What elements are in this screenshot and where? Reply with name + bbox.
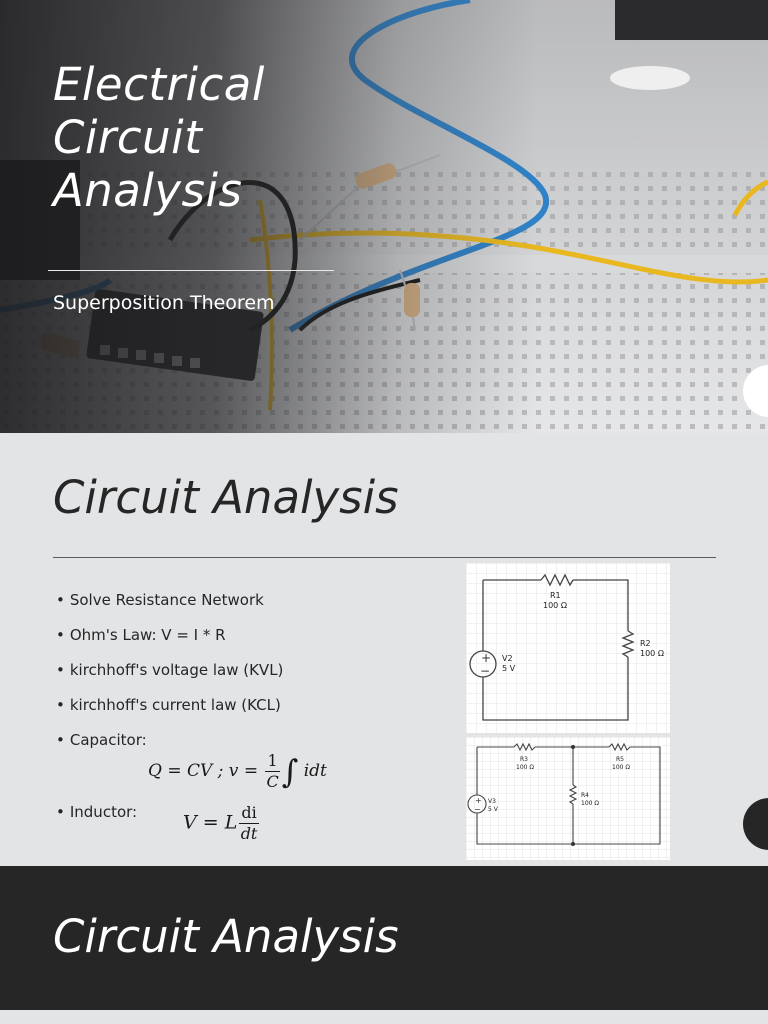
- title-line: Electrical: [53, 58, 265, 111]
- slide-title: Circuit Analysis: [53, 471, 399, 524]
- title-divider: [48, 270, 334, 271]
- diagram-label: R1: [550, 591, 561, 600]
- diagram-label: R3: [520, 756, 528, 763]
- diagram-label: R4: [581, 792, 589, 799]
- diagram-label: R2: [640, 639, 651, 648]
- presentation-title: Electrical Circuit Analysis: [53, 58, 373, 217]
- diagram-label: 100 Ω: [581, 800, 599, 807]
- minus-icon: −: [480, 664, 490, 678]
- diagram-label: 5 V: [502, 664, 516, 673]
- bullet-item: •Solve Resistance Network: [56, 591, 264, 609]
- page-gap: [0, 1010, 768, 1024]
- minus-icon: −: [474, 805, 481, 814]
- presentation-subtitle: Superposition Theorem: [53, 292, 275, 314]
- diagram-label: V2: [502, 654, 513, 663]
- title-overlay: [0, 0, 768, 433]
- diagram-label: V3: [488, 798, 496, 805]
- diagram-label: 100 Ω: [543, 601, 567, 610]
- bullet-item: •kirchhoff's current law (KCL): [56, 696, 281, 714]
- section-slide: Circuit Analysis: [0, 866, 768, 1010]
- title-line: Circuit: [53, 111, 203, 164]
- plus-icon: +: [481, 651, 491, 665]
- title-line: Analysis: [53, 164, 243, 217]
- slide-title: Circuit Analysis: [53, 910, 399, 963]
- bullet-item: •Ohm's Law: V = I * R: [56, 626, 226, 644]
- diagram-label: 5 V: [488, 806, 499, 813]
- diagram-label: 100 Ω: [640, 649, 664, 658]
- content-slide: Circuit Analysis •Solve Resistance Netwo…: [0, 433, 768, 866]
- diagram-label: 100 Ω: [516, 764, 534, 771]
- series-circuit-diagram: + − R1 100 Ω R2 100 Ω V2 5 V: [466, 563, 670, 733]
- title-divider: [53, 557, 716, 558]
- title-slide: Electrical Circuit Analysis Superpositio…: [0, 0, 768, 433]
- plus-icon: +: [475, 796, 482, 805]
- bullet-item: •Inductor:: [56, 803, 138, 821]
- parallel-circuit-diagram: + − R3 100 Ω R5 100 Ω R4 100 Ω V3 5 V: [466, 737, 670, 860]
- diagram-label: 100 Ω: [612, 764, 630, 771]
- bullet-item: •Capacitor:: [56, 731, 147, 749]
- diagram-label: R5: [616, 756, 624, 763]
- bullet-item: •kirchhoff's voltage law (KVL): [56, 661, 284, 679]
- next-page-button[interactable]: [743, 798, 768, 850]
